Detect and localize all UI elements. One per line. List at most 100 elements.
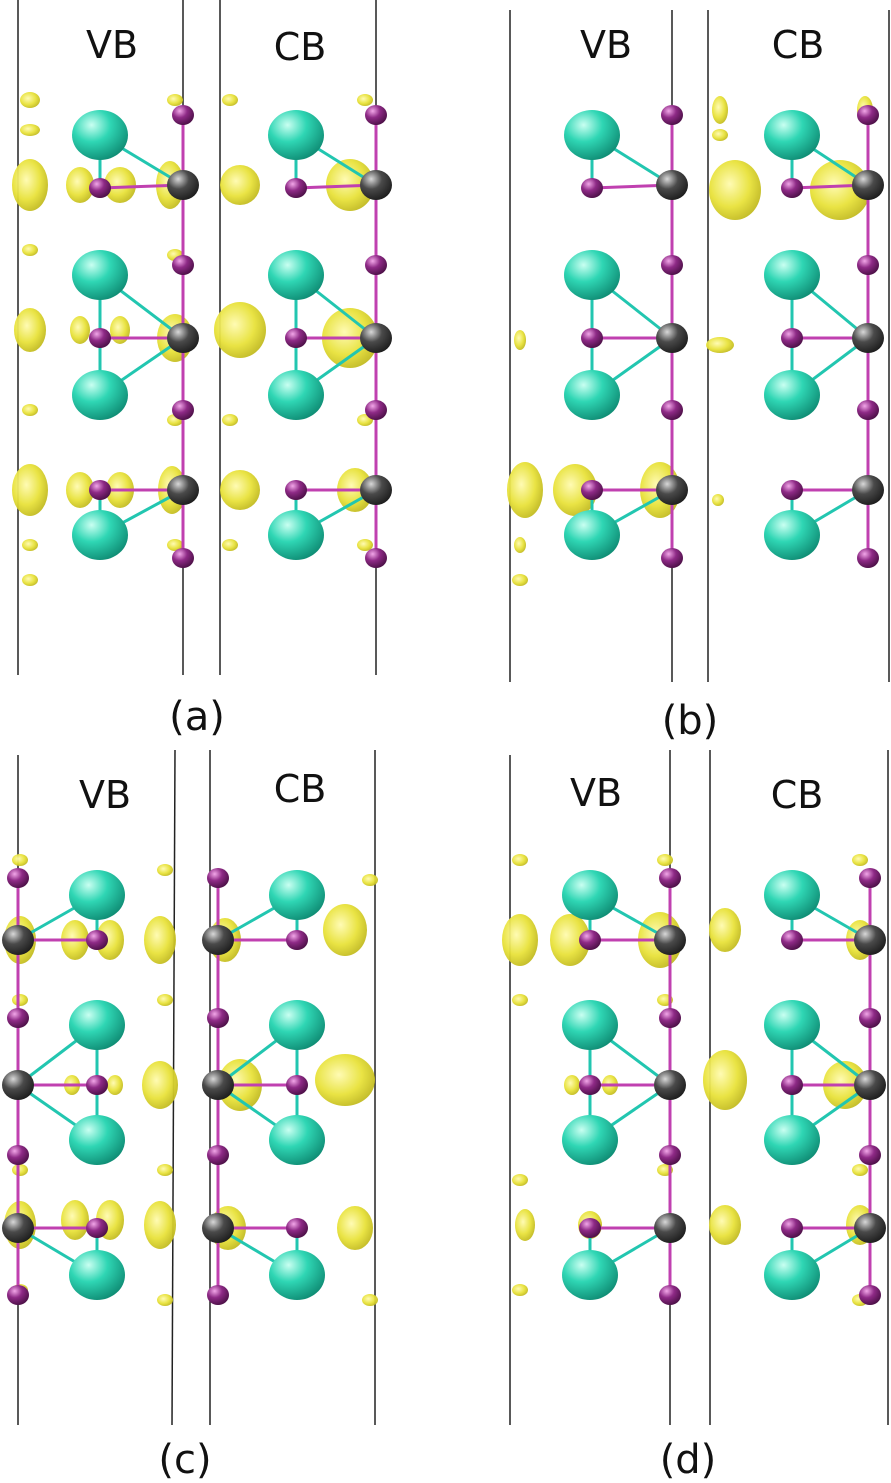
isosurface-lobe	[337, 1206, 373, 1250]
isosurface-lobe	[20, 92, 40, 108]
large-atom	[69, 870, 125, 920]
large-atom	[764, 1250, 820, 1300]
large-atom	[268, 250, 324, 300]
large-atom	[72, 250, 128, 300]
small-atom	[365, 548, 387, 568]
isosurface-lobe	[12, 1164, 28, 1176]
small-atom	[207, 868, 229, 888]
small-atom	[7, 1285, 29, 1305]
small-atom	[661, 105, 683, 125]
isosurface-lobe	[220, 165, 260, 205]
isosurface-lobe	[709, 1205, 741, 1245]
isosurface-lobe	[703, 1050, 747, 1110]
dark-atom	[656, 170, 688, 200]
dark-atom	[852, 323, 884, 353]
isosurface-lobe	[553, 464, 597, 516]
isosurface-lobe	[514, 330, 526, 350]
small-atom	[579, 1218, 601, 1238]
isosurface-lobe	[66, 472, 94, 508]
dark-atom	[654, 1070, 686, 1100]
small-atom	[659, 1008, 681, 1028]
small-atom	[172, 400, 194, 420]
dark-atom	[852, 475, 884, 505]
small-atom	[207, 1145, 229, 1165]
isosurface-lobe	[706, 337, 734, 353]
isosurface-lobe	[167, 94, 183, 106]
isosurface-lobe	[22, 404, 38, 416]
small-atom	[859, 1145, 881, 1165]
large-atom	[764, 370, 820, 420]
small-atom	[172, 255, 194, 275]
isosurface-lobe	[512, 1284, 528, 1296]
small-atom	[285, 328, 307, 348]
large-atom	[564, 110, 620, 160]
small-atom	[857, 255, 879, 275]
panel-d-vb-label: VB	[570, 771, 622, 815]
large-atom	[69, 1250, 125, 1300]
small-atom	[781, 178, 803, 198]
panel-b-cb-label: CB	[772, 23, 825, 67]
isosurface-lobe	[515, 1209, 535, 1241]
isosurface-lobe	[66, 167, 94, 203]
large-atom	[764, 510, 820, 560]
isosurface-lobe	[61, 1200, 89, 1240]
dark-atom	[2, 1213, 34, 1243]
large-atom	[564, 370, 620, 420]
isosurface-lobe	[514, 537, 526, 553]
large-atom	[268, 510, 324, 560]
isosurface-lobe	[22, 574, 38, 586]
small-atom	[7, 868, 29, 888]
isosurface-lobe	[96, 920, 124, 960]
large-atom	[562, 1000, 618, 1050]
large-atom	[72, 110, 128, 160]
dark-atom	[656, 475, 688, 505]
isosurface-lobe	[157, 1164, 173, 1176]
isosurface-lobe	[512, 994, 528, 1006]
isosurface-lobe	[315, 1054, 375, 1106]
panel-c-caption: (c)	[158, 1437, 211, 1483]
isosurface-lobe	[14, 308, 46, 352]
dark-atom	[167, 170, 199, 200]
small-atom	[207, 1008, 229, 1028]
small-atom	[86, 930, 108, 950]
isosurface-lobe	[362, 874, 378, 886]
small-atom	[286, 1075, 308, 1095]
isosurface-lobe	[512, 854, 528, 866]
small-atom	[859, 1008, 881, 1028]
dark-atom	[202, 1070, 234, 1100]
panel-d-cb-label: CB	[771, 773, 824, 817]
isosurface-lobes	[4, 92, 874, 1306]
panel-c-cb-label: CB	[274, 767, 327, 811]
isosurface-lobe	[12, 994, 28, 1006]
dark-atom	[854, 1070, 886, 1100]
small-atom	[857, 105, 879, 125]
isosurface-lobe	[507, 462, 543, 518]
small-atom	[365, 255, 387, 275]
small-atom	[781, 480, 803, 500]
isosurface-lobe	[564, 1075, 580, 1095]
large-atom	[69, 1000, 125, 1050]
dark-atom	[654, 1213, 686, 1243]
isosurface-lobe	[22, 539, 38, 551]
small-atom	[365, 400, 387, 420]
panel-d-caption: (d)	[660, 1437, 717, 1483]
panel-a-vb-label: VB	[86, 23, 138, 67]
isosurface-lobe	[657, 854, 673, 866]
small-atom	[661, 400, 683, 420]
isosurface-lobe	[550, 914, 590, 966]
large-atom	[72, 370, 128, 420]
bonds	[16, 113, 872, 1302]
isosurface-lobe	[167, 539, 183, 551]
isosurface-lobe	[222, 94, 238, 106]
small-atom	[579, 1075, 601, 1095]
isosurface-lobe	[12, 854, 28, 866]
isosurface-lobe	[70, 316, 90, 344]
small-atom	[781, 1075, 803, 1095]
isosurface-lobe	[222, 539, 238, 551]
isosurface-lobe	[712, 129, 728, 141]
isosurface-lobe	[512, 1174, 528, 1186]
dark-atom	[654, 925, 686, 955]
isosurface-lobe	[852, 854, 868, 866]
dark-atom	[202, 1213, 234, 1243]
large-atom	[562, 1115, 618, 1165]
